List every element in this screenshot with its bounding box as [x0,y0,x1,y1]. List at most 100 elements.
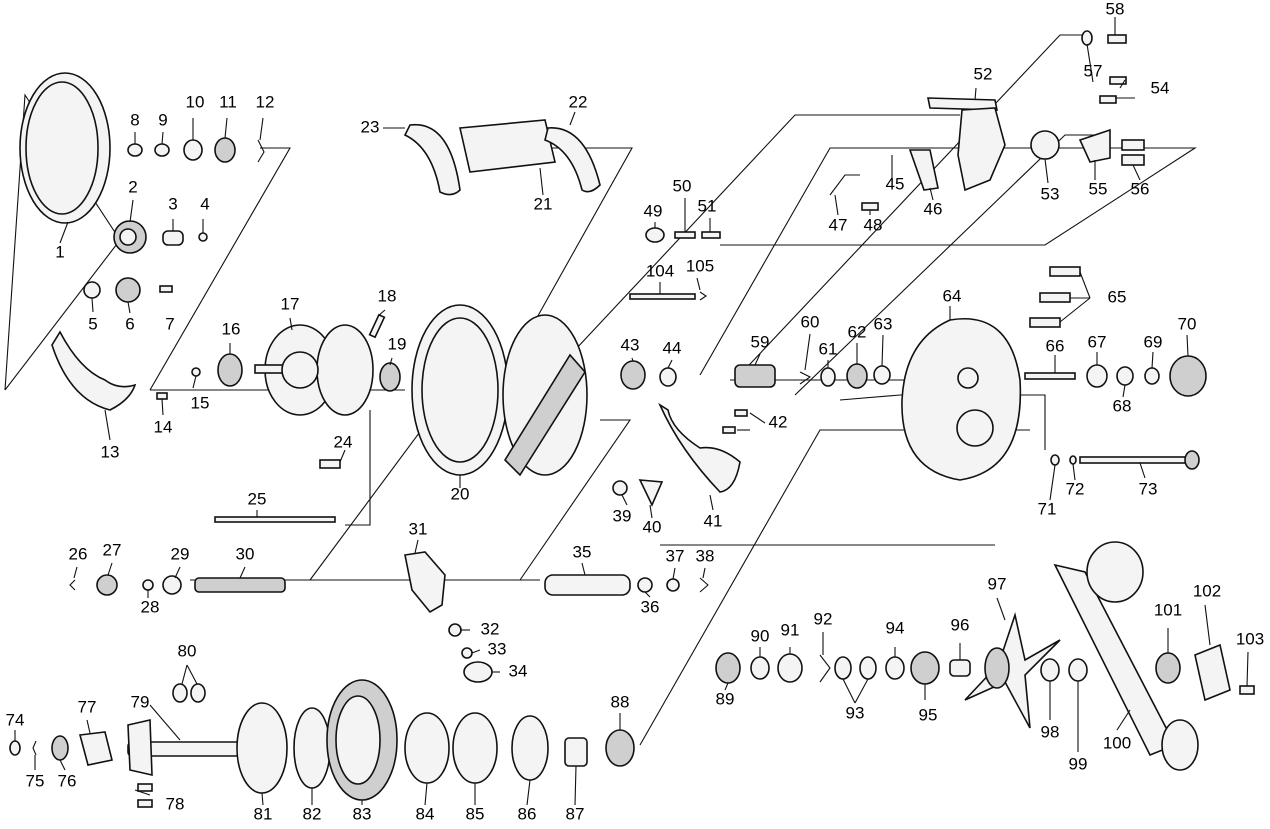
part-label-99: 99 [1069,754,1088,773]
part-label-45: 45 [886,174,905,193]
part-label-55: 55 [1089,179,1108,198]
part-label-92: 92 [814,609,833,628]
part-label-14: 14 [154,417,173,436]
part-number-labels: 1 2 3 4 5 6 7 8 9 10 11 12 13 14 15 16 1… [6,0,1265,823]
part-label-94: 94 [886,618,905,637]
part-label-37: 37 [666,546,685,565]
part-label-3: 3 [168,194,177,213]
part-label-100: 100 [1103,733,1131,752]
clutch-plate-part-41 [658,402,741,493]
part-label-17: 17 [281,294,300,313]
part-label-89: 89 [716,689,735,708]
part-label-62: 62 [848,322,867,341]
part-label-43: 43 [621,335,640,354]
part-label-64: 64 [943,286,962,305]
part-label-73: 73 [1139,479,1158,498]
part-label-28: 28 [141,597,160,616]
part-label-56: 56 [1131,179,1150,198]
part-label-47: 47 [829,215,848,234]
part-label-95: 95 [919,705,938,724]
part-label-75: 75 [26,771,45,790]
part-label-31: 31 [409,519,428,538]
part-label-68: 68 [1113,396,1132,415]
part-label-49: 49 [644,201,663,220]
part-label-32: 32 [481,619,500,638]
part-label-8: 8 [130,110,139,129]
label-leaders [14,17,1249,806]
part-label-88: 88 [611,692,630,711]
part-label-85: 85 [466,804,485,823]
part-label-48: 48 [864,215,883,234]
part-label-21: 21 [534,194,553,213]
part-label-7: 7 [165,314,174,333]
part-label-78: 78 [166,794,185,813]
part-label-42: 42 [769,412,788,431]
part-label-72: 72 [1066,479,1085,498]
part-label-58: 58 [1106,0,1125,18]
part-label-97: 97 [988,574,1007,593]
part-label-25: 25 [248,489,267,508]
part-label-79: 79 [131,692,150,711]
part-label-29: 29 [171,544,190,563]
part-label-86: 86 [518,804,537,823]
part-label-93: 93 [846,703,865,722]
part-label-51: 51 [698,196,717,215]
part-label-81: 81 [254,804,273,823]
part-label-16: 16 [222,319,241,338]
part-label-105: 105 [686,256,714,275]
part-label-98: 98 [1041,722,1060,741]
part-label-87: 87 [566,804,585,823]
part-label-76: 76 [58,771,77,790]
part-label-83: 83 [353,804,372,823]
part-shapes [9,30,1255,808]
pawl-plate-part-52 [957,107,1006,192]
side-cover-part-64 [901,318,1022,481]
part-label-54: 54 [1151,78,1170,97]
part-label-80: 80 [178,641,197,660]
part-label-13: 13 [101,442,120,461]
part-label-1: 1 [55,242,64,261]
part-label-9: 9 [158,110,167,129]
part-label-36: 36 [641,597,660,616]
line-guide-part-31 [404,551,446,614]
part-label-10: 10 [186,92,205,111]
part-label-19: 19 [388,334,407,353]
part-label-96: 96 [951,615,970,634]
part-label-90: 90 [751,626,770,645]
part-label-22: 22 [569,92,588,111]
part-label-59: 59 [751,332,770,351]
part-label-101: 101 [1154,600,1182,619]
part-label-35: 35 [573,542,592,561]
part-label-91: 91 [781,620,800,639]
part-label-65: 65 [1108,287,1127,306]
part-label-38: 38 [696,546,715,565]
part-label-50: 50 [673,176,692,195]
part-label-23: 23 [361,117,380,136]
part-label-33: 33 [488,639,507,658]
part-label-12: 12 [256,92,275,111]
part-label-30: 30 [236,544,255,563]
part-label-66: 66 [1046,336,1065,355]
part-label-60: 60 [801,312,820,331]
part-label-104: 104 [646,261,674,280]
part-label-5: 5 [88,314,97,333]
part-label-39: 39 [613,506,632,525]
part-label-34: 34 [509,661,528,680]
part-label-70: 70 [1178,314,1197,333]
part-label-46: 46 [924,199,943,218]
part-label-84: 84 [416,804,435,823]
part-label-52: 52 [974,64,993,83]
part-label-77: 77 [78,697,97,716]
part-label-67: 67 [1088,332,1107,351]
brake-plate-part-13 [51,330,137,411]
part-label-40: 40 [643,517,662,536]
thumb-bar-part-21 [459,119,556,173]
part-label-27: 27 [103,540,122,559]
part-label-24: 24 [334,432,353,451]
part-label-63: 63 [874,314,893,333]
part-label-53: 53 [1041,184,1060,203]
part-label-57: 57 [1084,61,1103,80]
part-label-26: 26 [69,544,88,563]
part-label-20: 20 [451,484,470,503]
